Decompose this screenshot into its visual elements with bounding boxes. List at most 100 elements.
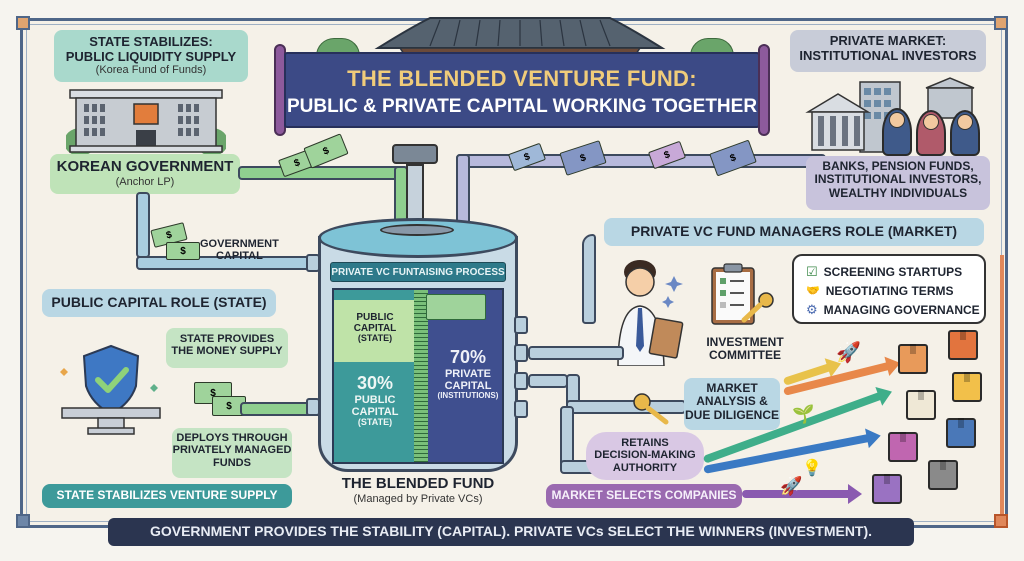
tank-outlet (514, 372, 528, 390)
selection-arrow (742, 484, 862, 504)
money-bill-icon (426, 294, 486, 320)
task-screening: ☑ SCREENING STARTUPS (806, 262, 984, 281)
investment-committee-label: INVESTMENT COMMITTEE (700, 335, 790, 363)
private-capital-share: 70% PRIVATE CAPITAL (INSTITUTIONS) (430, 347, 502, 401)
public-top-line2: CAPITAL (353, 323, 397, 334)
investor-avatar (882, 108, 912, 156)
public-capital-top-section (334, 300, 416, 362)
investor-avatar (916, 110, 946, 156)
footer-banner: GOVERNMENT PROVIDES THE STABILITY (CAPIT… (108, 518, 914, 546)
blended-fund-name: THE BLENDED FUND (Managed by Private VCs… (318, 475, 518, 505)
tank-outlet (514, 316, 528, 334)
authority-line2: DECISION-MAKING (594, 449, 696, 462)
analysis-line2: ANALYSIS & (696, 394, 768, 409)
lightbulb-icon: 💡 (802, 460, 822, 477)
startup-box-icon (946, 418, 976, 448)
public-capital-share: 30% PUBLIC CAPITAL (STATE) (338, 373, 412, 428)
investors-line2: INSTITUTIONAL INVESTORS, (814, 172, 982, 187)
government-capital-line2: CAPITAL (215, 250, 263, 263)
public-line3: (STATE) (357, 416, 393, 427)
sprout-icon: 🌱 (792, 404, 815, 424)
fundraising-process-label: PRIVATE VC FUNTAISING PROCESS (330, 262, 506, 282)
money-stack-divider (414, 290, 428, 462)
shield-check-icon (56, 342, 166, 438)
bubble2-line3: FUNDS (213, 456, 251, 469)
private-market-header-line2: INSTITUTIONAL INVESTORS (799, 47, 977, 63)
rocket-icon: 🚀 (836, 342, 861, 364)
private-market-header-box: PRIVATE MARKET: INSTITUTIONAL INVESTORS (790, 30, 986, 72)
government-capital-line1: GOVERNMENT (200, 238, 279, 250)
rocket-icon: 🚀 (780, 476, 803, 496)
frame-accent-orange (1000, 255, 1004, 525)
vc-role-header: PRIVATE VC FUND MANAGERS ROLE (MARKET) (604, 218, 984, 246)
authority-line3: AUTHORITY (612, 461, 678, 474)
valve-base (380, 224, 454, 236)
gear-icon: ⚙ (806, 301, 818, 317)
committee-line2: COMMITTEE (709, 348, 781, 363)
corner-ornament-top-left (16, 16, 30, 30)
public-line2: CAPITAL (351, 405, 399, 418)
startup-box-icon (948, 330, 978, 360)
bubble1-line1: STATE PROVIDES (179, 333, 275, 345)
bubble2-line1: DEPLOYS THROUGH (176, 432, 288, 444)
task-label: MANAGING GOVERNANCE (823, 302, 980, 317)
corner-ornament-top-right (994, 16, 1008, 30)
korean-government-box: KOREAN GOVERNMENT (Anchor LP) (50, 154, 240, 194)
outlet-pipe (528, 346, 624, 360)
analysis-line1: MARKET (706, 381, 758, 395)
state-header-sub: (Korea Fund of Funds) (95, 64, 207, 77)
public-top-line3: (STATE) (357, 333, 393, 343)
tank-outlet (514, 344, 528, 362)
korean-roof-icon (370, 8, 670, 55)
deploys-through-bubble: DEPLOYS THROUGH PRIVATELY MANAGED FUNDS (172, 428, 292, 478)
corner-ornament-bottom-left (16, 514, 30, 528)
public-pct: 30% (356, 373, 394, 393)
private-line1: PRIVATE (444, 367, 492, 380)
market-selects-companies-label: MARKET SELECTS COMPANIES (546, 484, 742, 508)
private-line2: CAPITAL (444, 379, 492, 392)
tank-inlet-left (306, 254, 320, 272)
vc-pipe-curve (582, 234, 596, 324)
state-header-box: STATE STABILIZES: PUBLIC LIQUIDITY SUPPL… (54, 30, 248, 82)
startup-box-icon (888, 432, 918, 462)
state-stabilizes-footer: STATE STABILIZES VENTURE SUPPLY (42, 484, 292, 508)
startup-box-icon (928, 460, 958, 490)
investor-avatar (950, 110, 980, 156)
bubble1-line2: THE MONEY SUPPLY (171, 345, 283, 358)
vc-manager-avatar (612, 256, 692, 367)
state-header-line2: PUBLIC LIQUIDITY SUPPLY (65, 48, 237, 64)
investors-line1: BANKS, PENSION FUNDS, (822, 159, 974, 173)
scroll-end-right (758, 44, 770, 136)
title-line2: PUBLIC & PRIVATE CAPITAL WORKING TOGETHE… (286, 96, 758, 117)
task-label: SCREENING STARTUPS (823, 264, 963, 279)
handshake-icon: 🤝 (806, 285, 820, 297)
government-label: KOREAN GOVERNMENT (56, 158, 234, 175)
startup-box-icon (898, 344, 928, 374)
startup-box-icon (952, 372, 982, 402)
corner-ornament-bottom-right (994, 514, 1008, 528)
state-provides-bubble: STATE PROVIDES THE MONEY SUPPLY (166, 328, 288, 368)
valve-stem (406, 164, 424, 226)
fund-name: THE BLENDED FUND (341, 475, 495, 492)
analysis-line3: DUE DILIGENCE (684, 407, 779, 422)
investors-list-box: BANKS, PENSION FUNDS, INSTITUTIONAL INVE… (806, 156, 990, 210)
public-line1: PUBLIC (354, 393, 396, 406)
task-label: NEGOTIATING TERMS (825, 283, 954, 298)
tank-outlet (514, 400, 528, 418)
committee-line1: INVESTMENT (706, 335, 784, 349)
decision-authority-bubble: RETAINS DECISION-MAKING AUTHORITY (586, 432, 704, 480)
public-capital-top-label: PUBLIC CAPITAL (STATE) (340, 312, 410, 344)
government-capital-label: GOVERNMENT CAPITAL (200, 238, 279, 262)
market-analysis-box: MARKET ANALYSIS & DUE DILIGENCE (684, 378, 780, 430)
bubble2-line2: PRIVATELY MANAGED (172, 444, 292, 457)
fund-name-sub: (Managed by Private VCs) (353, 492, 483, 505)
government-sub: (Anchor LP) (115, 175, 175, 188)
fund-composition: PUBLIC CAPITAL (STATE) 30% PUBLIC CAPITA… (332, 288, 504, 464)
key-icon (632, 392, 672, 426)
title-banner: THE BLENDED VENTURE FUND: PUBLIC & PRIVA… (284, 52, 760, 128)
money-stack-icon: $ (166, 242, 200, 260)
public-top-line1: PUBLIC (356, 312, 394, 323)
task-negotiating: 🤝 NEGOTIATING TERMS (806, 281, 984, 300)
startup-box-icon (872, 474, 902, 504)
startup-box-icon (906, 390, 936, 420)
